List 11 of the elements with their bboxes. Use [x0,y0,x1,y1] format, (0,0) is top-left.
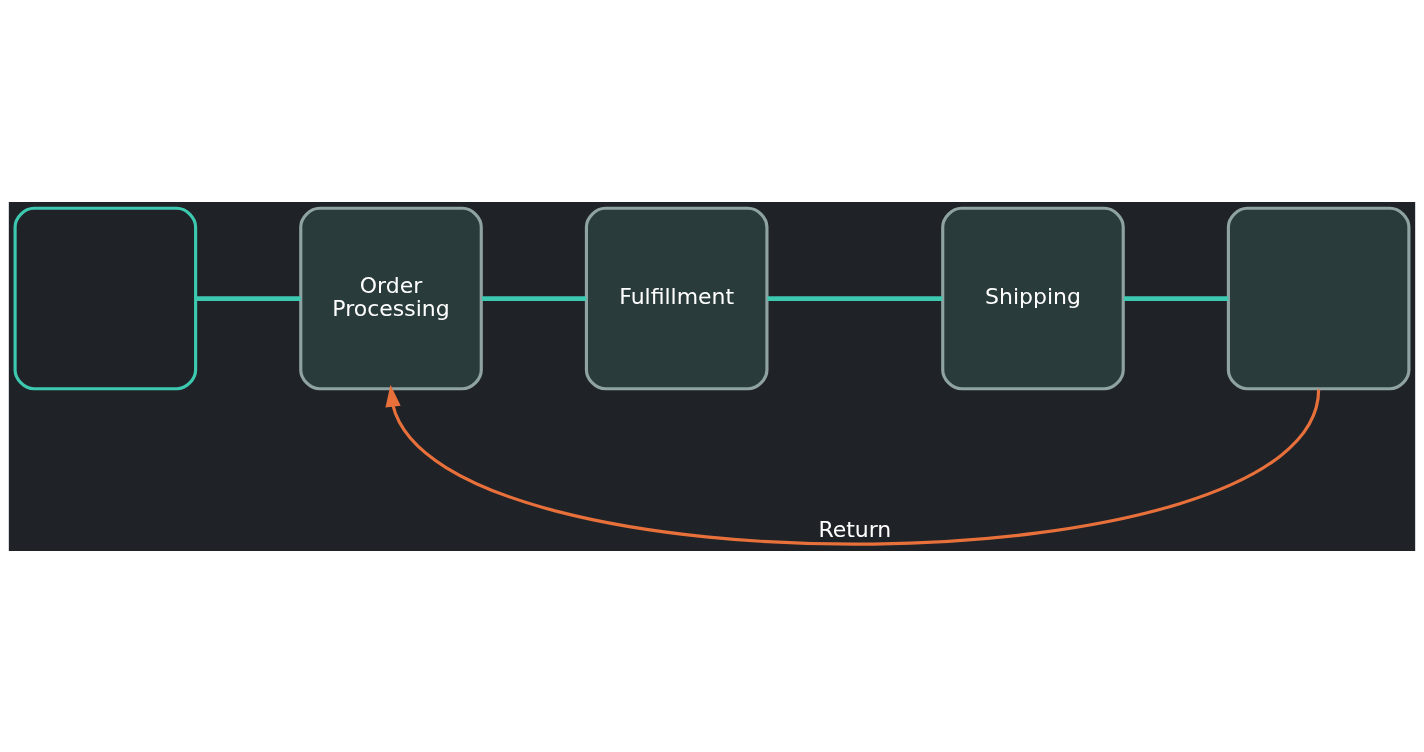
connector [196,295,301,301]
edge-label: Return [818,516,892,542]
connector [482,295,587,301]
node-box [13,206,198,390]
node-box: Fulfillment [584,206,769,390]
arrow [385,384,1321,545]
connector [767,295,943,301]
node-box: Order Processing [299,206,483,390]
node-box [1226,206,1411,390]
connector [1123,295,1229,301]
node-box: Shipping [941,206,1125,390]
